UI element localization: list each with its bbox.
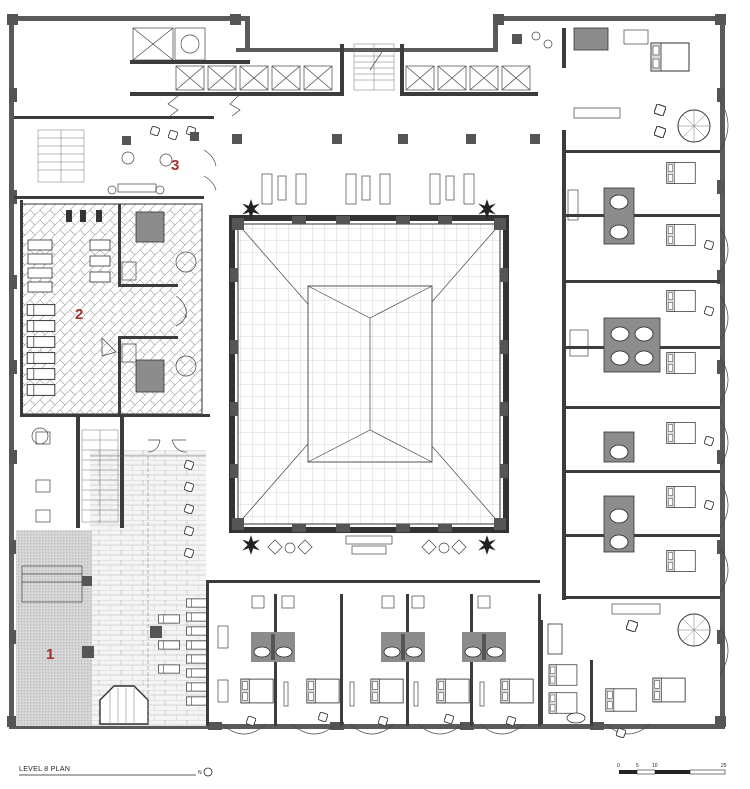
central-atrium <box>122 134 540 555</box>
room-number-1: 1 <box>46 646 54 663</box>
room-number-2: 2 <box>75 306 83 323</box>
scale-tick-25: 25 <box>721 763 727 769</box>
area-1-terrace: 1 <box>16 416 208 726</box>
scale-tick-10: 10 <box>652 763 658 769</box>
area-2-fitness: 2 <box>20 200 210 417</box>
guest-rooms-south <box>206 580 651 738</box>
guest-rooms-east <box>512 27 729 726</box>
scale-tick-0: 0 <box>617 763 620 769</box>
elevator-core <box>130 27 538 117</box>
title-block: LEVEL 8 PLAN N <box>19 766 213 777</box>
north-arrow-label: N <box>198 770 202 776</box>
scale-tick-5: 5 <box>636 763 639 769</box>
area-3-lounge: 3 <box>14 116 217 199</box>
scale-bar: 0 5 10 25 <box>617 763 727 775</box>
room-number-3: 3 <box>171 157 179 174</box>
north-arrow-icon <box>203 767 213 777</box>
drawing-title: LEVEL 8 PLAN <box>19 766 70 773</box>
